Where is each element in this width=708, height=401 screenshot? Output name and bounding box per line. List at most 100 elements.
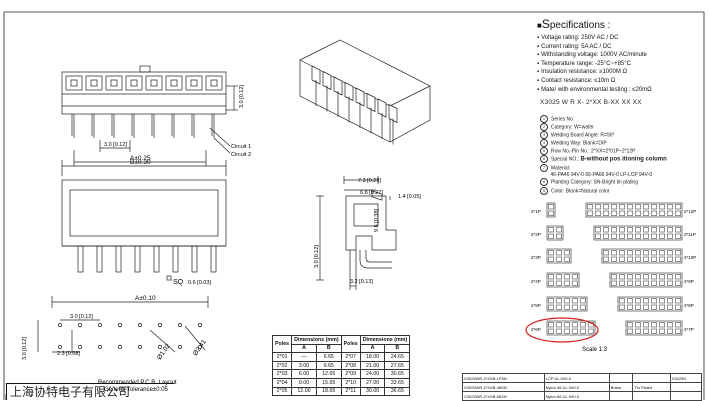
layout-cavity bbox=[627, 204, 633, 210]
side-dim-bottom: 3.2 [0.13] bbox=[350, 279, 373, 285]
layout-cavity bbox=[627, 274, 633, 280]
layout-cavity bbox=[667, 227, 673, 233]
table-cell: 12.00 bbox=[291, 386, 317, 397]
layout-block-left bbox=[546, 320, 596, 336]
layout-cavity bbox=[619, 280, 625, 286]
layout-label-left: 2*6P bbox=[531, 327, 541, 332]
layout-cavity bbox=[635, 298, 641, 304]
layout-cavity bbox=[651, 210, 657, 216]
layout-cavity bbox=[667, 298, 673, 304]
sq-value: 0.6 [0.03] bbox=[188, 280, 211, 286]
layout-cavity bbox=[643, 328, 649, 334]
layout-label-right: 2*8P bbox=[684, 303, 694, 308]
pcb-hole bbox=[198, 345, 202, 349]
layout-cavity bbox=[651, 280, 657, 286]
order-cell: LCP UL 94V-0 bbox=[543, 373, 610, 383]
layout-cavity bbox=[667, 256, 673, 262]
pcb-dim-edge: 2.3 [0.08] bbox=[57, 351, 80, 357]
code-item-emphasis: B-without pos itioning column bbox=[580, 156, 667, 163]
pcb-hole bbox=[198, 323, 202, 327]
layout-cavity bbox=[548, 233, 554, 239]
layout-cavity bbox=[619, 298, 625, 304]
layout-cavity bbox=[580, 304, 586, 310]
layout-cavity bbox=[572, 328, 578, 334]
layout-cavity bbox=[667, 322, 673, 328]
layout-cavity bbox=[595, 210, 601, 216]
layout-cavity bbox=[611, 280, 617, 286]
front-cavity bbox=[185, 75, 203, 91]
layout-cavity bbox=[627, 250, 633, 256]
pcb-hole bbox=[58, 345, 62, 349]
layout-cavity bbox=[611, 274, 617, 280]
housing-pin bbox=[115, 245, 122, 273]
order-cell: X3025H bbox=[669, 373, 703, 383]
layout-cavity bbox=[587, 210, 593, 216]
connector-fin bbox=[344, 81, 354, 102]
sheet-frame bbox=[3, 11, 705, 400]
layout-cavity bbox=[675, 233, 681, 239]
housing-pin bbox=[134, 245, 141, 273]
front-cavity bbox=[65, 75, 83, 91]
dims-header: Dimensions (mm) bbox=[291, 335, 342, 345]
layout-cavity bbox=[548, 328, 554, 334]
dimension-table: Poles Dimensions (mm) Poles Dimensions (… bbox=[271, 334, 411, 397]
layout-cavity bbox=[667, 250, 673, 256]
code-item-text: Category: W=wafer bbox=[551, 124, 594, 131]
layout-cavity bbox=[564, 280, 570, 286]
code-item-number: 8 bbox=[540, 178, 548, 187]
code-item-text: Special NO.: bbox=[551, 156, 581, 163]
housing-pin bbox=[210, 245, 217, 273]
pcb-hole bbox=[158, 323, 162, 327]
front-cavity bbox=[125, 75, 143, 91]
order-cell bbox=[608, 391, 634, 401]
layout-cavity bbox=[564, 322, 570, 328]
table-cell: 30.65 bbox=[384, 369, 411, 379]
pcb-layout bbox=[37, 296, 209, 353]
code-item-number: 7 bbox=[540, 163, 548, 172]
layout-block-right bbox=[625, 320, 683, 336]
code-item-number: 3 bbox=[540, 131, 548, 140]
layout-cavity bbox=[675, 280, 681, 286]
layout-cavity bbox=[619, 256, 625, 262]
layout-cavity bbox=[651, 322, 657, 328]
spec-item: Contact resistance: ≤10m Ω bbox=[537, 77, 703, 86]
layout-cavity bbox=[595, 204, 601, 210]
table-cell: 2*09 bbox=[340, 369, 361, 379]
layout-cavity bbox=[572, 280, 578, 286]
layout-cavity bbox=[548, 304, 554, 310]
front-dim-height: 3.0 [0.12] bbox=[239, 85, 245, 108]
layout-label-left: 2*3P bbox=[531, 255, 541, 260]
pcb-hole bbox=[78, 323, 82, 327]
front-terminal bbox=[190, 79, 198, 87]
connector-fin bbox=[311, 65, 321, 85]
layout-cavity bbox=[556, 233, 562, 239]
layout-block-right bbox=[593, 225, 683, 241]
table-cell: 6.65 bbox=[315, 352, 342, 362]
pcb-hole bbox=[58, 323, 62, 327]
order-cell: Nylon 66 UL 94V-0 bbox=[543, 391, 610, 401]
table-cell: 2*10 bbox=[340, 377, 361, 388]
layout-cavity bbox=[587, 204, 593, 210]
layout-block-right bbox=[585, 202, 683, 218]
layout-cavity bbox=[580, 298, 586, 304]
layout-block-left bbox=[546, 296, 588, 312]
table-cell: 2*08 bbox=[340, 360, 361, 371]
housing-pin bbox=[172, 245, 179, 273]
layout-cavity bbox=[667, 304, 673, 310]
layout-cavity bbox=[572, 304, 578, 310]
side-dim-top: 7.3 [0.29] bbox=[358, 178, 381, 184]
layout-label-right: 2*12P bbox=[684, 209, 696, 214]
front-cavity bbox=[85, 75, 103, 91]
circuit-2-label: Circuit 2 bbox=[231, 152, 251, 158]
circuit-1-label: Circuit 1 bbox=[231, 144, 251, 150]
layout-cavity bbox=[627, 227, 633, 233]
layout-cavity bbox=[548, 298, 554, 304]
code-item: 46-PA46 94V-0 66-PA66 94V-0 LP-LCP 94V-0 bbox=[540, 172, 705, 179]
